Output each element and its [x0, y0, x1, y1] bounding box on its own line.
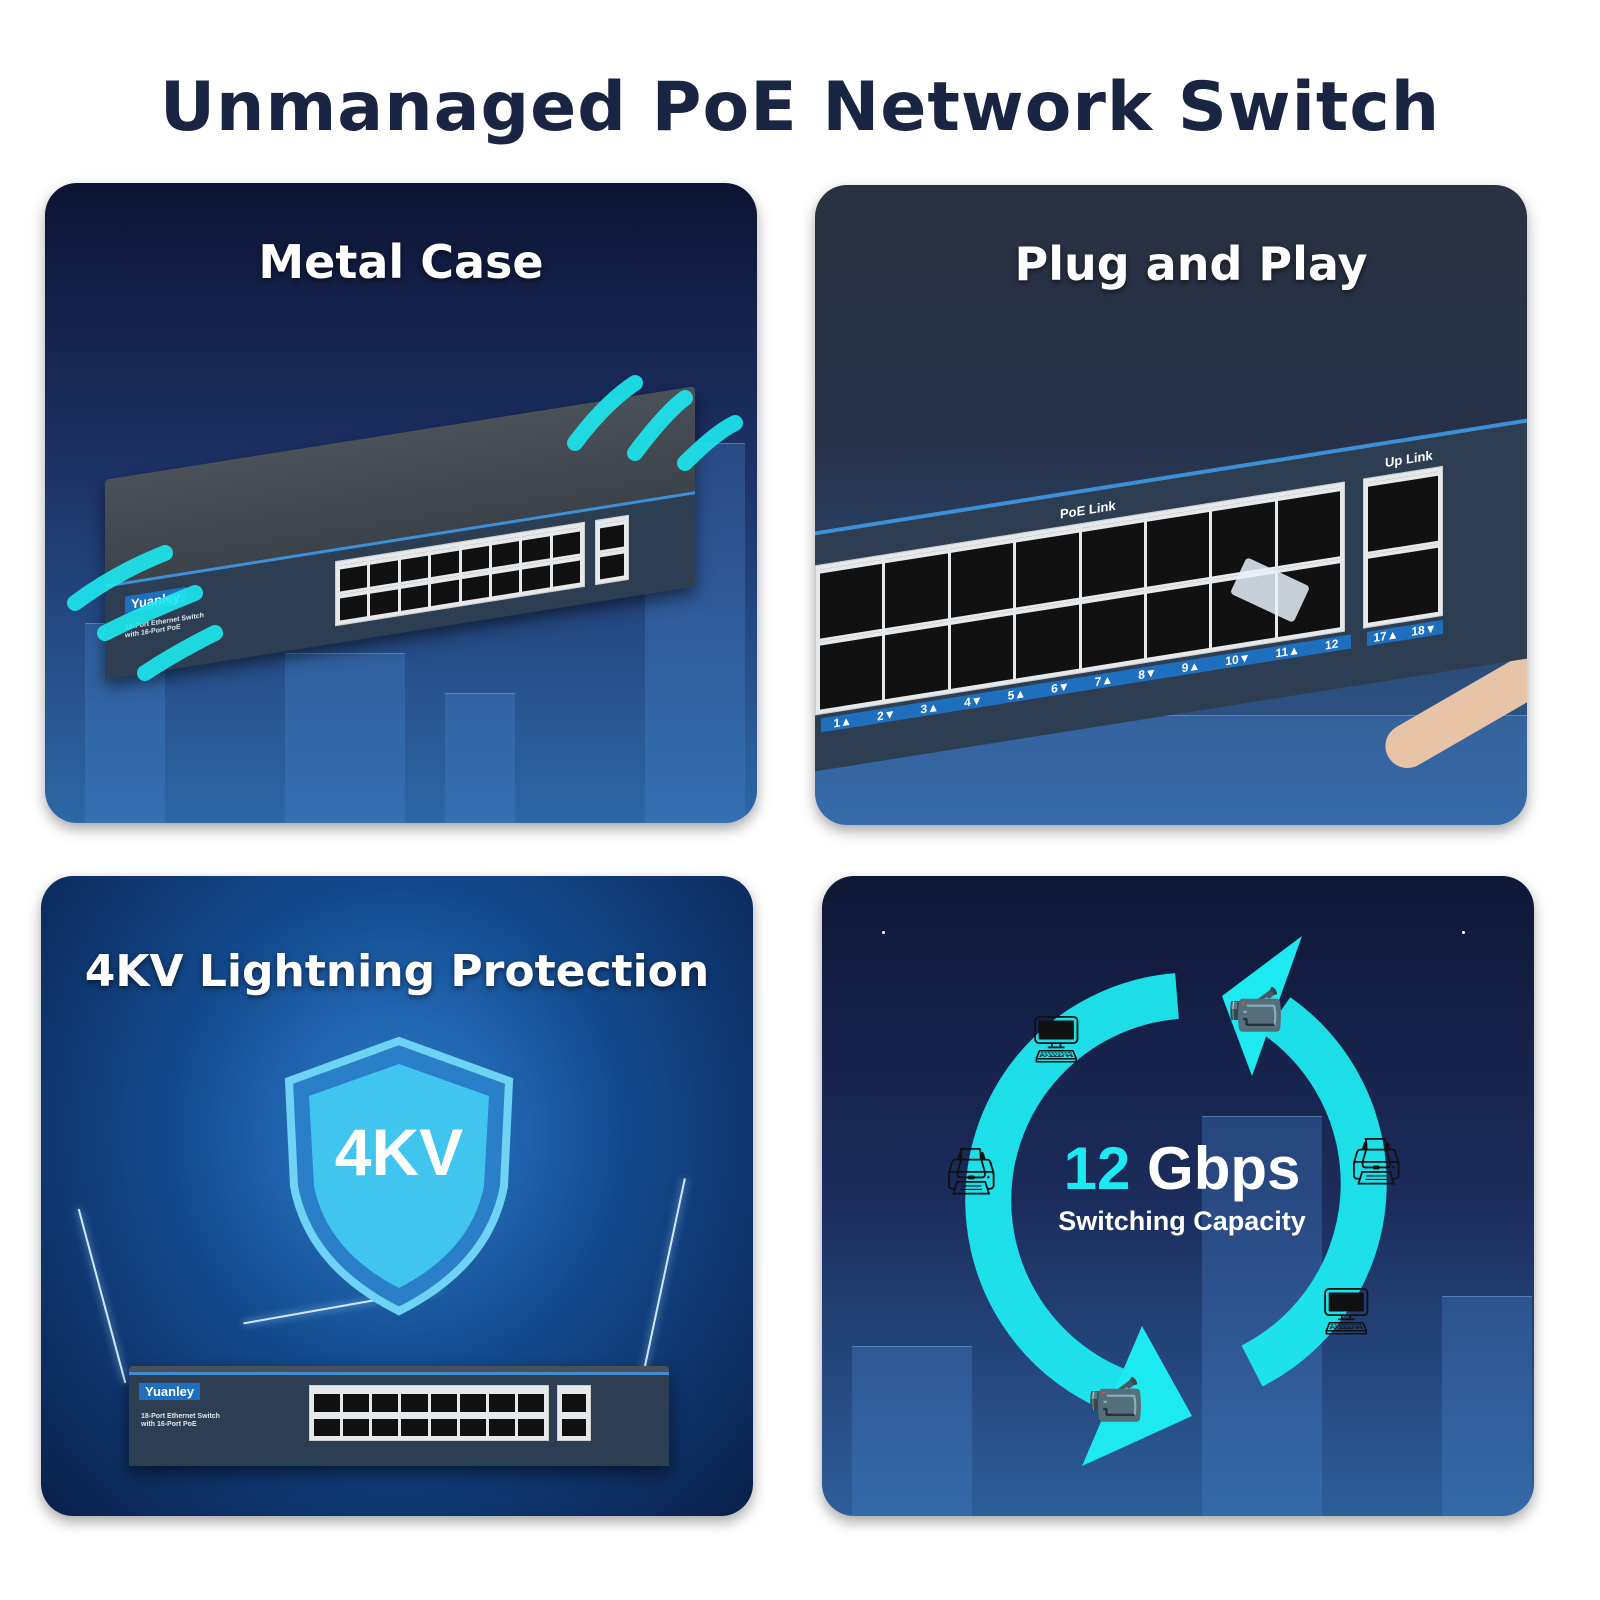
- panel-title: Metal Case: [258, 235, 544, 289]
- capacity-label: Switching Capacity: [1058, 1206, 1306, 1236]
- building: [445, 693, 515, 823]
- switch-line1: 18-Port Ethernet Switch: [141, 1413, 220, 1420]
- port-label: 1▲: [833, 713, 853, 731]
- port-label: 12: [1325, 636, 1339, 653]
- rj45-port: [1016, 600, 1079, 679]
- rj45-port: [820, 631, 883, 710]
- port-label: 2▼: [877, 706, 896, 724]
- port-label: 18▼: [1411, 620, 1437, 639]
- port-label: 5▲: [1007, 685, 1027, 703]
- port-label: 3▲: [920, 699, 940, 717]
- star: [882, 931, 885, 934]
- rj45-port: [1368, 471, 1438, 552]
- rj45-port: [372, 1390, 399, 1412]
- port-label: 17▲: [1373, 626, 1399, 645]
- rj45-port: [885, 549, 948, 628]
- shield-icon: [284, 1036, 514, 1316]
- rj45-port: [1016, 528, 1079, 608]
- rj45-port: [401, 1390, 428, 1412]
- building: [285, 653, 405, 823]
- rj45-port: [885, 620, 948, 700]
- rj45-port: [401, 1414, 428, 1436]
- capacity-value: 12 Gbps: [1002, 1134, 1362, 1203]
- rj45-port: [314, 1390, 341, 1412]
- rj45-port: [1146, 507, 1210, 587]
- capacity-number: 12: [1063, 1135, 1131, 1202]
- port-label: 7▲: [1094, 672, 1114, 690]
- lightning-bolt: [77, 1208, 127, 1384]
- plug-and-play-panel: Plug and Play PoE Link Up Link 1▲2▼3▲4▼5…: [815, 185, 1527, 825]
- lightning-protection-panel: 4KV Lightning Protection 4KV Yuanley 18-…: [41, 876, 753, 1516]
- rj45-port: [562, 1414, 586, 1436]
- brand-logo: Yuanley: [139, 1383, 201, 1400]
- rj45-port: [343, 1390, 370, 1412]
- poe-ports: [309, 1385, 549, 1441]
- rj45-port: [1277, 487, 1340, 566]
- port-label: 9▲: [1181, 658, 1201, 676]
- rj45-port: [430, 1414, 457, 1436]
- lightning-bolt: [638, 1178, 686, 1394]
- uplink-label: Up Link: [1385, 447, 1433, 471]
- cycle-arrow-icon: [965, 936, 1387, 1466]
- port-label: 4▼: [964, 692, 983, 710]
- monitor-icon: 🖥: [1317, 1285, 1376, 1337]
- rj45-port: [1081, 518, 1144, 597]
- rj45-port: [1368, 543, 1438, 623]
- uplink-ports: [557, 1385, 591, 1441]
- uplink-ports: [1363, 465, 1443, 629]
- switching-capacity-panel: 🖥 🖨 🖨 🖥 📹 📹 12 Gbps Switching Capacity: [822, 876, 1534, 1516]
- panel-title: 4KV Lightning Protection: [84, 946, 710, 997]
- rj45-port: [820, 559, 883, 639]
- airflow-arrow-icon: [67, 375, 743, 681]
- rj45-port: [343, 1414, 370, 1436]
- panel-title: Plug and Play: [1014, 237, 1368, 291]
- port-label: 11▲: [1275, 642, 1301, 661]
- building: [1442, 1296, 1532, 1516]
- rj45-port: [1146, 579, 1210, 658]
- port-label: 8▼: [1138, 665, 1157, 683]
- rj45-port: [517, 1390, 544, 1412]
- rj45-port: [488, 1390, 515, 1412]
- shield-text: 4KV: [334, 1115, 464, 1189]
- printer-icon: 🖨: [1347, 1135, 1406, 1187]
- page-title: Unmanaged PoE Network Switch: [159, 68, 1441, 147]
- printer-icon: 🖨: [942, 1145, 1001, 1197]
- port-label: 10▼: [1225, 650, 1251, 669]
- port-label: 6▼: [1051, 679, 1070, 696]
- monitor-icon: 🖥: [1027, 1013, 1086, 1065]
- building: [852, 1346, 972, 1516]
- rj45-port: [459, 1390, 486, 1412]
- capacity-unit: Gbps: [1147, 1135, 1301, 1202]
- star: [1462, 931, 1465, 934]
- rj45-port: [950, 610, 1014, 689]
- rj45-port: [950, 539, 1014, 618]
- camera-icon: 📹: [1227, 983, 1285, 1035]
- camera-icon: 📹: [1087, 1373, 1145, 1425]
- rj45-port: [459, 1414, 486, 1436]
- rj45-port: [430, 1390, 457, 1412]
- rj45-port: [1081, 589, 1144, 669]
- rj45-port: [372, 1414, 399, 1436]
- rj45-port: [517, 1414, 544, 1436]
- metal-case-panel: Metal Case Yuanley 18-Port Ethernet Swit…: [45, 183, 757, 823]
- switch-line2: with 16-Port PoE: [141, 1421, 197, 1429]
- rj45-port: [488, 1414, 515, 1436]
- rj45-port: [314, 1414, 341, 1436]
- rj45-port: [562, 1390, 586, 1412]
